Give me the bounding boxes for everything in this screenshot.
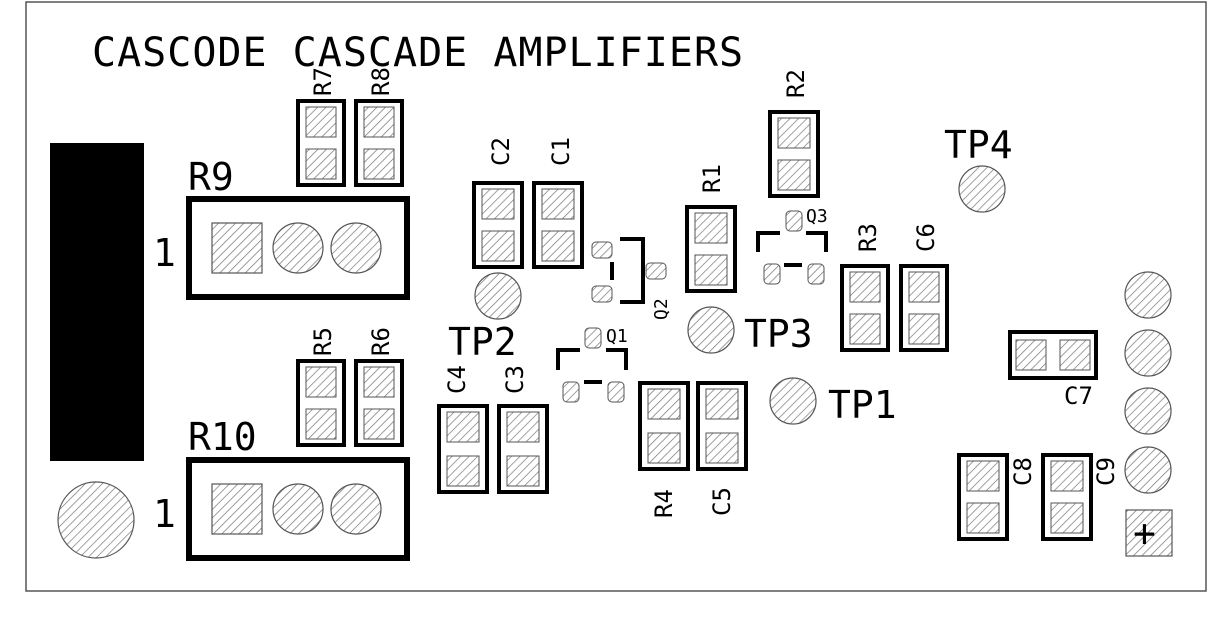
smd-c9 (1041, 453, 1093, 541)
testpoint-tp2 (474, 272, 522, 320)
smd-r4 (638, 381, 690, 471)
smd-c1 (532, 181, 584, 269)
ref-r1: R1 (698, 164, 726, 193)
trimpot-r10 (186, 457, 410, 561)
plus-marker: + (1133, 511, 1156, 555)
smd-c3 (497, 404, 549, 494)
ref-c6: C6 (912, 223, 940, 252)
ref-r9: R9 (188, 155, 234, 199)
smd-c6 (899, 264, 949, 352)
ref-q2: Q2 (651, 298, 672, 320)
smd-c2 (472, 181, 524, 269)
testpoint-tp1 (769, 377, 817, 425)
ref-q1: Q1 (606, 326, 628, 347)
board-title: CASCODE CASCADE AMPLIFIERS (92, 30, 744, 76)
ref-c8: C8 (1009, 457, 1037, 486)
sot23-q2 (591, 237, 667, 304)
pin1-marker-r10: 1 (153, 492, 176, 536)
ref-c3: C3 (501, 365, 529, 394)
ref-r3: R3 (854, 223, 882, 252)
ref-r8: R8 (367, 67, 395, 96)
ref-c5: C5 (708, 487, 736, 516)
ref-c7: C7 (1064, 382, 1093, 410)
smd-r8 (354, 99, 404, 187)
ref-c9: C9 (1092, 457, 1120, 486)
pin1-marker-r9: 1 (153, 231, 176, 275)
trimpot-r9 (186, 196, 410, 300)
smd-r1 (685, 205, 737, 293)
ref-r6: R6 (367, 327, 395, 356)
ref-r2: R2 (782, 69, 810, 98)
smd-r5 (296, 359, 346, 447)
header-pins (1124, 271, 1173, 557)
connector-block (50, 143, 144, 461)
smd-r6 (354, 359, 404, 447)
smd-c5 (696, 381, 748, 471)
mounting-hole (57, 481, 135, 559)
ref-c2: C2 (487, 137, 515, 166)
smd-c8 (957, 453, 1009, 541)
ref-r7: R7 (309, 67, 337, 96)
sot23-q1 (556, 327, 628, 403)
ref-tp2: TP2 (448, 320, 517, 364)
smd-r3 (840, 264, 890, 352)
ref-tp1: TP1 (828, 383, 897, 427)
ref-r5: R5 (309, 327, 337, 356)
ref-r4: R4 (650, 489, 678, 518)
ref-tp4: TP4 (944, 123, 1013, 167)
ref-c1: C1 (547, 137, 575, 166)
smd-c4 (437, 404, 489, 494)
ref-r10: R10 (188, 415, 257, 459)
smd-r2 (768, 110, 820, 198)
ref-q3: Q3 (806, 206, 828, 227)
testpoint-tp3 (687, 306, 735, 354)
smd-c7 (1008, 330, 1098, 380)
board-outline (25, 1, 1207, 592)
sot23-q3 (756, 210, 828, 285)
smd-r7 (296, 99, 346, 187)
ref-tp3: TP3 (744, 312, 813, 356)
testpoint-tp4 (958, 165, 1006, 213)
ref-c4: C4 (443, 365, 471, 394)
